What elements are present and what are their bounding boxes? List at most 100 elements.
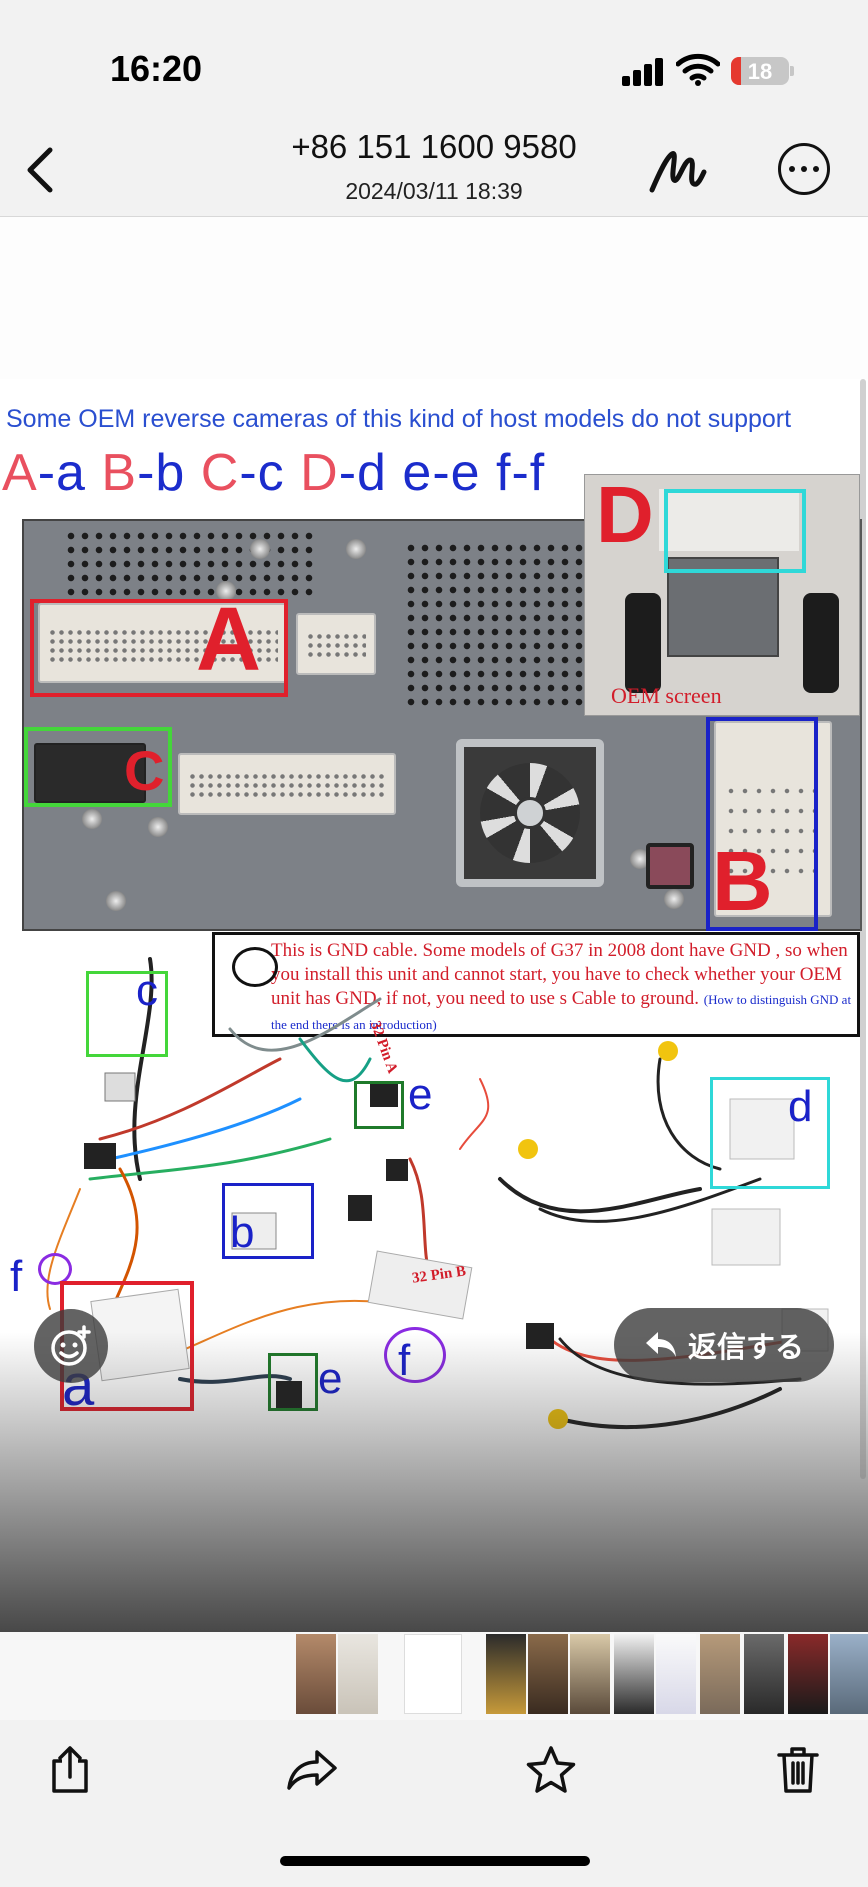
cooling-fan-photo (456, 739, 604, 887)
chevron-left-icon (27, 147, 53, 193)
pair-f-lower: f (529, 444, 546, 502)
connector-d-highlight (664, 489, 806, 573)
pair-c-upper: C (200, 444, 240, 502)
photo-scroll-indicator[interactable] (860, 379, 866, 1479)
thumbnail[interactable] (744, 1634, 784, 1714)
harness-e-top-letter: e (408, 1070, 433, 1119)
pair-b-lower: b (155, 444, 186, 502)
connector-b-letter: B (712, 834, 773, 928)
connector-c-letter: C (124, 739, 165, 802)
pair-d-upper: D (300, 444, 339, 502)
pair-d-dash: - (338, 444, 358, 502)
harness-c-letter: c (136, 966, 158, 1015)
thumbnail[interactable] (570, 1634, 610, 1714)
oem-connector-photo (659, 489, 799, 551)
connector-d-letter: D (596, 470, 654, 559)
cellular-signal-icon (622, 58, 664, 86)
favorite-button[interactable] (521, 1740, 581, 1800)
trash-icon (777, 1747, 819, 1793)
contact-title: +86 151 1600 9580 (291, 128, 577, 165)
gnd-cable-note: This is GND cable. Some models of G37 in… (212, 932, 860, 1037)
thumbnail-strip[interactable] (0, 1632, 868, 1720)
header-divider (0, 216, 868, 217)
screw (250, 539, 270, 559)
gnd-wire-circle (232, 947, 278, 987)
delete-button[interactable] (768, 1740, 828, 1800)
battery-level-fill (731, 57, 742, 85)
pair-e-upper: e (402, 444, 433, 502)
star-icon (526, 1746, 576, 1793)
screw (346, 539, 366, 559)
share-icon (52, 1746, 88, 1793)
battery-icon: 18 (731, 57, 789, 85)
wiring-diagram-photo[interactable]: Some OEM reverse cameras of this kind of… (0, 379, 868, 1632)
pair-a-upper: A (2, 444, 38, 502)
oem-screen-label: OEM screen (611, 683, 722, 708)
harness-f-left-highlight (38, 1253, 72, 1285)
thumbnail[interactable] (338, 1634, 378, 1714)
pair-f-upper: f (496, 444, 512, 502)
harness-b-letter: b (230, 1208, 255, 1257)
pair-c-lower: c (257, 444, 285, 502)
home-indicator[interactable] (280, 1856, 590, 1866)
pair-b-dash: - (137, 444, 156, 502)
reply-button[interactable]: 返信する (614, 1308, 834, 1382)
thumbnail[interactable] (528, 1634, 568, 1714)
harness-f-left-letter: f (10, 1252, 23, 1301)
wifi-icon (676, 53, 720, 86)
ellipsis-circle-icon (789, 166, 795, 172)
photo-area[interactable]: Some OEM reverse cameras of this kind of… (0, 217, 868, 1632)
connector-pair-legend: A-a B-b C-c D-d e-e f-f (2, 443, 545, 503)
harness-b-highlight (222, 1183, 314, 1259)
connector-a-photo (38, 603, 288, 683)
thumbnail[interactable] (614, 1634, 654, 1714)
gnd-note-text: This is GND cable. Some models of G37 in… (271, 940, 848, 1009)
harness-e-top-highlight (354, 1081, 404, 1129)
share-button[interactable] (40, 1740, 100, 1800)
connector-b-highlight (706, 717, 818, 931)
back-button[interactable] (14, 140, 64, 200)
message-timestamp: 2024/03/11 18:39 (345, 178, 523, 204)
thumbnail-current[interactable] (404, 1634, 462, 1714)
add-reaction-button[interactable] (34, 1309, 108, 1383)
screw (82, 809, 102, 829)
forward-icon (287, 1750, 337, 1790)
ellipsis-dot (813, 166, 819, 172)
battery-level-text: 18 (747, 59, 773, 84)
pair-a-lower: a (56, 444, 86, 502)
pair-a-dash: - (37, 444, 57, 502)
status-time: 16:20 (110, 48, 203, 89)
connector-c-photo (34, 743, 146, 803)
antenna-port-photo (646, 843, 694, 889)
pair-c-dash: - (239, 444, 258, 502)
screw (216, 581, 236, 601)
thumbnail[interactable] (486, 1634, 526, 1714)
pair-e-dash: - (432, 444, 451, 502)
thumbnail[interactable] (830, 1634, 868, 1714)
thumbnail[interactable] (700, 1634, 740, 1714)
connector-small-photo (296, 613, 376, 675)
markup-button[interactable] (648, 146, 708, 196)
forward-button[interactable] (282, 1740, 342, 1800)
harness-d-letter: d (788, 1082, 813, 1131)
harness-c-highlight (86, 971, 168, 1057)
thumbnail[interactable] (656, 1634, 696, 1714)
connector-a-letter: A (196, 590, 261, 690)
ellipsis-dot (801, 166, 807, 172)
add-reaction-icon (51, 1325, 91, 1366)
more-options-button[interactable] (778, 143, 830, 195)
gnd-note-small-text: (How to distinguish GND at the end there… (271, 992, 852, 1032)
pair-d-lower: d (357, 444, 387, 502)
oem-module-photo (667, 557, 779, 657)
vent-grid (404, 541, 584, 711)
vent-grid (64, 529, 314, 599)
battery-tip (790, 66, 794, 76)
pair-f-dash: - (511, 444, 530, 502)
oem-bracket-photo (625, 593, 661, 693)
thumbnail[interactable] (296, 1634, 336, 1714)
oem-bracket-photo (803, 593, 839, 693)
connector-a-highlight (30, 599, 288, 697)
oem-screen-inset-photo: OEM screen (584, 474, 860, 716)
thumbnail[interactable] (788, 1634, 828, 1714)
screw (630, 849, 650, 869)
